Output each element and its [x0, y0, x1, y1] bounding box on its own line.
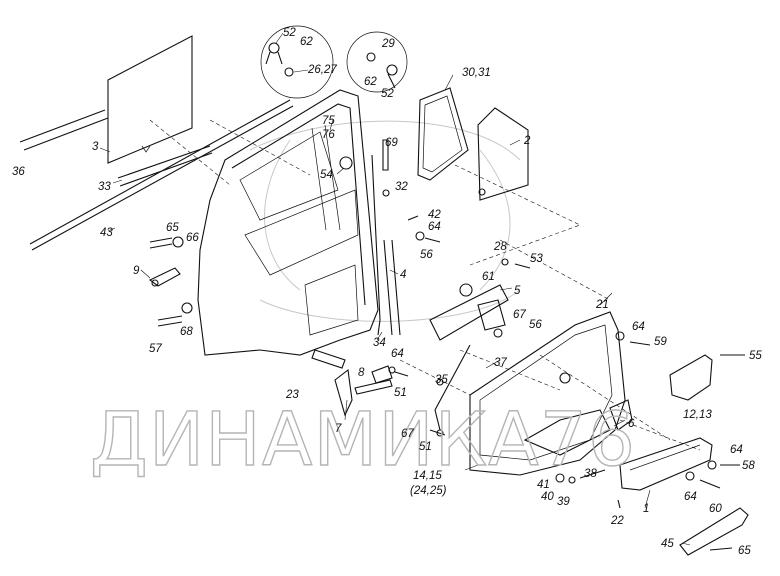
label-69: 69: [385, 137, 398, 149]
seal-strips: [19, 99, 294, 251]
label-40: 40: [541, 491, 554, 503]
label-66: 66: [186, 232, 199, 244]
label-55: 55: [749, 350, 762, 362]
pull-handle: [679, 507, 749, 556]
label-21: 21: [595, 299, 609, 311]
label-52: 52: [381, 88, 394, 100]
label-24-25: (24,25): [410, 485, 447, 497]
label-64: 64: [632, 321, 645, 333]
label-64: 64: [391, 348, 404, 360]
label-52: 52: [283, 27, 296, 39]
label-26-27: 26,27: [307, 64, 337, 76]
label-4: 4: [400, 269, 406, 281]
label-29: 29: [381, 38, 395, 50]
label-1: 1: [643, 503, 649, 515]
detail-circle-left: [260, 25, 334, 99]
door-glass: [107, 35, 193, 164]
label-43: 43: [100, 227, 113, 239]
door-check-link: [334, 365, 393, 417]
label-3: 3: [92, 141, 99, 153]
label-39: 39: [557, 496, 570, 508]
label-23: 23: [285, 389, 299, 401]
label-41: 41: [537, 479, 550, 491]
label-42: 42: [428, 209, 441, 221]
label-12-13: 12,13: [683, 409, 712, 421]
label-57: 57: [149, 343, 162, 355]
label-53: 53: [530, 253, 543, 265]
label-2: 2: [523, 135, 531, 147]
label-33: 33: [98, 181, 111, 193]
label-38: 38: [584, 468, 597, 480]
detail-circle-right: [346, 31, 408, 93]
label-68: 68: [180, 326, 193, 338]
label-28: 28: [493, 241, 507, 253]
label-32: 32: [395, 181, 408, 193]
door-frame: [197, 89, 379, 369]
label-64: 64: [684, 491, 697, 503]
label-65: 65: [738, 545, 751, 557]
label-8: 8: [358, 367, 365, 379]
leader-lines: [99, 32, 691, 546]
label-45: 45: [661, 538, 674, 550]
watermark-text: ДИНАМИКА76: [90, 397, 636, 483]
label-62: 62: [300, 36, 313, 48]
label-62: 62: [364, 76, 377, 88]
callout-labels: 52 62 26,27 29 62 52 30,31 2 75 76 69 32…: [12, 27, 762, 557]
label-60: 60: [709, 503, 722, 515]
label-54: 54: [320, 169, 333, 181]
label-75: 75: [322, 115, 335, 127]
label-5: 5: [514, 285, 521, 297]
quarter-trim-panel: [477, 107, 529, 201]
armrest: [619, 437, 713, 491]
label-6: 6: [628, 418, 635, 430]
label-76: 76: [322, 129, 335, 141]
label-59: 59: [654, 336, 667, 348]
label-51: 51: [419, 441, 432, 453]
channel-parts: [371, 139, 401, 336]
label-36: 36: [12, 166, 25, 178]
label-9: 9: [133, 265, 140, 277]
label-65: 65: [166, 222, 179, 234]
label-22: 22: [610, 515, 624, 527]
label-35: 35: [435, 374, 448, 386]
label-30-31: 30,31: [462, 67, 491, 79]
label-64: 64: [730, 444, 743, 456]
end-cover: [669, 354, 713, 401]
label-67: 67: [401, 428, 414, 440]
lock-plate: [429, 284, 509, 431]
label-64: 64: [428, 221, 441, 233]
label-58: 58: [742, 460, 755, 472]
label-61: 61: [482, 271, 495, 283]
inner-trim-panel: [469, 311, 626, 476]
label-51: 51: [394, 387, 407, 399]
label-67: 67: [513, 309, 526, 321]
label-56: 56: [420, 249, 433, 261]
watermark-swirl: [249, 120, 521, 322]
label-56: 56: [529, 319, 542, 331]
hinge-upper: [148, 267, 181, 287]
quarter-window-frame: [417, 87, 469, 181]
label-7: 7: [335, 423, 342, 435]
label-37: 37: [494, 357, 507, 369]
fasteners: [149, 215, 745, 551]
label-34: 34: [373, 337, 386, 349]
label-14-15: 14,15: [413, 470, 442, 482]
